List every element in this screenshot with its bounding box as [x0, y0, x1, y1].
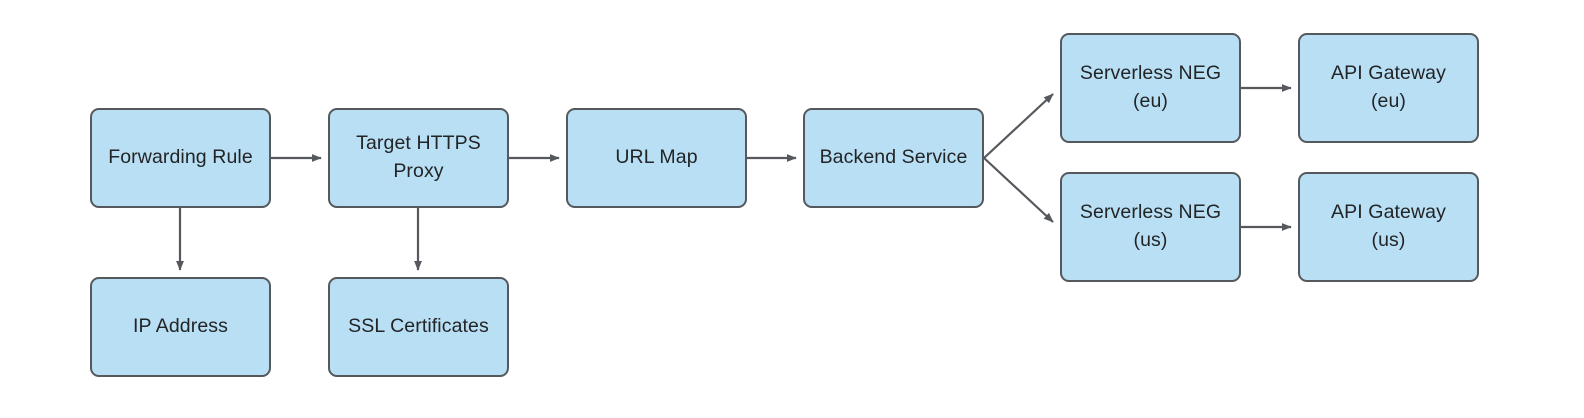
- node-serverless-neg-us[interactable]: Serverless NEG (us): [1060, 172, 1241, 282]
- node-ssl-certificates[interactable]: SSL Certificates: [328, 277, 509, 377]
- edge-backend-service-to-serverless-neg-us: [983, 157, 1054, 223]
- node-backend-service[interactable]: Backend Service: [803, 108, 984, 208]
- node-url-map[interactable]: URL Map: [566, 108, 747, 208]
- node-target-https-proxy[interactable]: Target HTTPS Proxy: [328, 108, 509, 208]
- edge-backend-service-to-serverless-neg-eu: [983, 93, 1054, 159]
- node-serverless-neg-eu[interactable]: Serverless NEG (eu): [1060, 33, 1241, 143]
- node-api-gateway-us[interactable]: API Gateway (us): [1298, 172, 1479, 282]
- node-ip-address[interactable]: IP Address: [90, 277, 271, 377]
- node-forwarding-rule[interactable]: Forwarding Rule: [90, 108, 271, 208]
- node-api-gateway-eu[interactable]: API Gateway (eu): [1298, 33, 1479, 143]
